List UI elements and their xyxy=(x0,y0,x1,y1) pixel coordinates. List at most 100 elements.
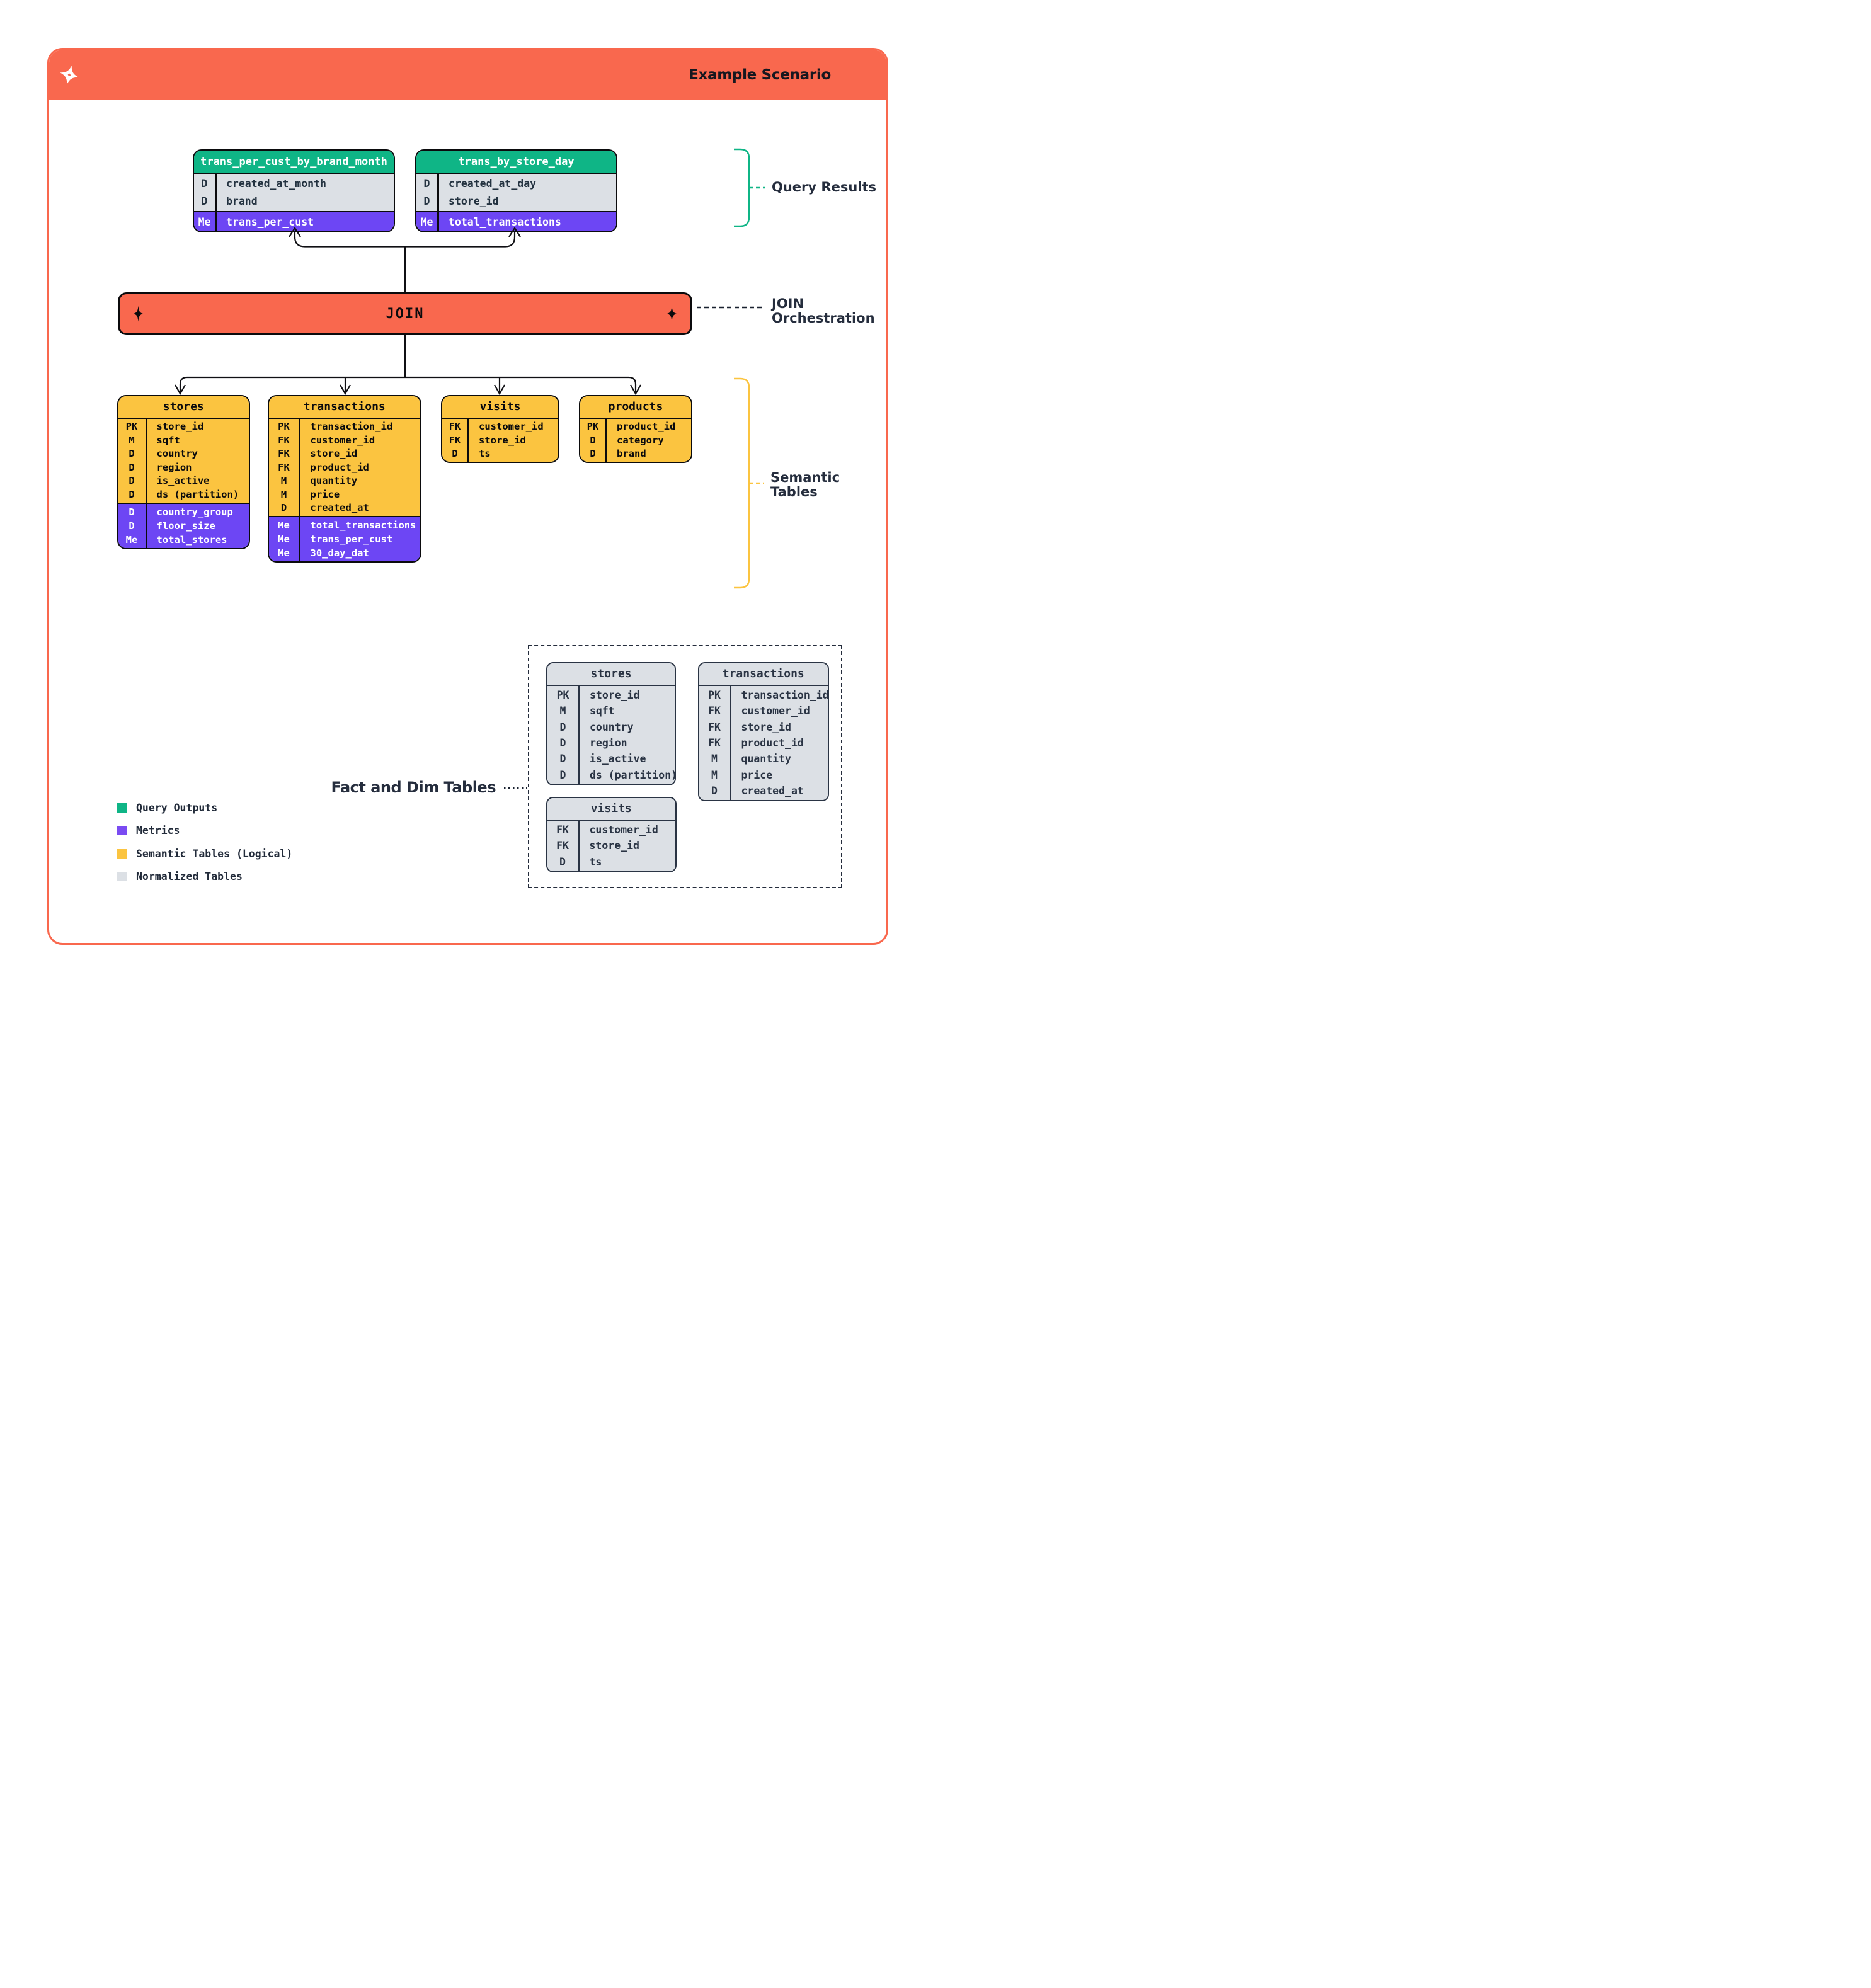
key-badge: M xyxy=(711,768,718,781)
table-title: transactions xyxy=(268,396,420,419)
label-line: Semantic xyxy=(770,470,840,485)
key-badge: PK xyxy=(708,689,721,702)
key-badge: D xyxy=(129,506,135,518)
join-orchestration-bar: JOIN xyxy=(118,292,692,335)
key-badge: D xyxy=(559,855,566,868)
legend: Query Outputs Metrics Semantic Tables (L… xyxy=(117,802,292,883)
key-badge: M xyxy=(129,434,135,446)
field-name: country_group xyxy=(156,506,233,518)
gray-swatch-icon xyxy=(117,871,127,881)
table-title: stores xyxy=(547,663,675,686)
field-name: ds (partition) xyxy=(156,488,239,500)
key-badge: D xyxy=(423,195,430,208)
legend-item-query-outputs: Query Outputs xyxy=(117,802,292,814)
key-badge: FK xyxy=(708,721,721,733)
four-point-star-icon xyxy=(667,306,677,322)
key-badge: D xyxy=(711,784,718,797)
key-badge: FK xyxy=(278,448,290,460)
key-badge: M xyxy=(711,753,718,765)
field-name: brand xyxy=(226,195,258,208)
field-name: total_transactions xyxy=(310,520,416,531)
key-badge: D xyxy=(559,737,566,750)
field-name: region xyxy=(590,737,627,750)
field-name: sqft xyxy=(590,705,615,717)
key-badge: Me xyxy=(198,215,211,228)
key-badge: Me xyxy=(125,534,138,546)
key-badge: D xyxy=(452,448,458,460)
field-name: store_id xyxy=(479,434,526,446)
key-badge: D xyxy=(280,502,287,514)
table-title: stores xyxy=(118,396,249,419)
key-divider xyxy=(467,418,469,462)
key-divider xyxy=(299,418,300,516)
key-badge: M xyxy=(559,705,566,717)
key-badge: FK xyxy=(449,434,461,446)
legend-label: Metrics xyxy=(136,825,180,837)
key-badge: PK xyxy=(278,421,290,433)
field-name: transaction_id xyxy=(741,689,829,702)
key-divider xyxy=(437,174,439,211)
legend-item-semantic-tables: Semantic Tables (Logical) xyxy=(117,848,292,860)
key-divider xyxy=(145,503,147,548)
field-name: product_id xyxy=(617,421,676,433)
key-badge: D xyxy=(559,721,566,733)
table-row: Me total_stores xyxy=(118,533,249,547)
field-name: trans_per_cust xyxy=(226,215,314,228)
field-name: 30_day_dat xyxy=(310,547,369,559)
field-name: store_id xyxy=(589,840,639,852)
field-name: product_id xyxy=(741,737,804,750)
field-name: created_at_day xyxy=(449,177,537,190)
purple-swatch-icon xyxy=(117,826,127,836)
key-divider xyxy=(578,686,580,784)
field-name: created_at_month xyxy=(226,177,326,190)
table-title: visits xyxy=(442,396,558,419)
key-badge: M xyxy=(280,475,287,487)
legend-label: Semantic Tables (Logical) xyxy=(136,847,293,860)
key-badge: FK xyxy=(278,434,290,446)
field-name: trans_per_cust xyxy=(310,534,393,545)
label-line: Orchestration xyxy=(772,311,875,326)
table-row: FK store_id xyxy=(442,433,558,447)
card-header: Example Scenario xyxy=(49,50,886,100)
field-name: product_id xyxy=(310,461,369,473)
key-badge: Me xyxy=(420,215,433,228)
page-title: Example Scenario xyxy=(689,66,831,83)
key-badge: PK xyxy=(125,421,138,433)
field-name: created_at xyxy=(741,784,804,797)
label-line: JOIN xyxy=(772,296,804,311)
key-divider xyxy=(437,212,439,231)
key-badge: D xyxy=(129,520,135,532)
field-name: price xyxy=(310,488,340,500)
key-badge: D xyxy=(559,753,566,765)
field-name: total_stores xyxy=(156,534,227,546)
table-row: PK transaction_id xyxy=(699,687,828,703)
field-name: sqft xyxy=(156,434,180,446)
key-divider xyxy=(145,418,147,503)
table-title: trans_by_store_day xyxy=(416,151,616,174)
field-name: floor_size xyxy=(156,520,215,532)
